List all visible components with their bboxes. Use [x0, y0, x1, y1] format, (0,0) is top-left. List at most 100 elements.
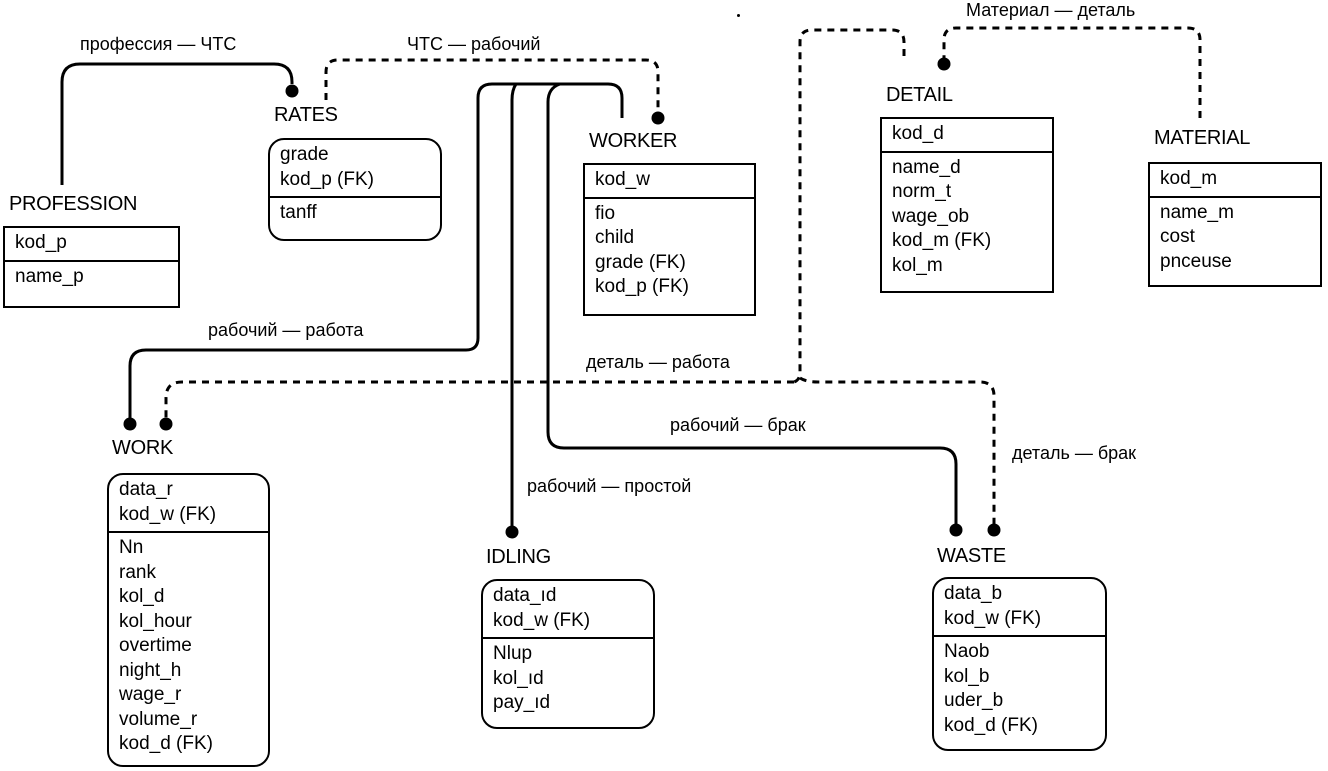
attr-section: name_m cost pnceuse — [1150, 195, 1320, 279]
attr-fio: fio — [595, 202, 616, 224]
attr-kod-p-fk: kod_p (FK) — [280, 168, 374, 190]
label-profession-rates: профессия — ЧТС — [80, 34, 237, 54]
key-section: kod_d — [882, 119, 1052, 151]
attr-kod-w-fk: kod_w (FK) — [944, 607, 1042, 629]
entity-title-idling: IDLING — [486, 546, 551, 568]
entity-title-detail: DETAIL — [886, 84, 953, 106]
line-material-detail — [942, 26, 1202, 118]
attr-kod-w-fk: kod_w (FK) — [493, 609, 591, 631]
attr-wage-ob: wage_ob — [892, 205, 970, 227]
endpoint-waste-worker — [949, 523, 963, 537]
entity-idling[interactable]: data_ıd kod_w (FK) Nlup kol_ıd pay_ıd — [481, 579, 655, 729]
entity-waste[interactable]: data_b kod_w (FK) Naob kol_b uder_b kod_… — [932, 577, 1107, 751]
entity-work[interactable]: data_r kod_w (FK) Nn rank kol_d kol_hour… — [107, 473, 270, 767]
endpoint-detail-material — [937, 57, 951, 71]
entity-profession[interactable]: kod_p name_p — [3, 226, 180, 308]
attr-kod-p-fk: kod_p (FK) — [595, 276, 689, 297]
attr-kod-d-fk: kod_d (FK) — [944, 714, 1038, 736]
attr-name-m: name_m — [1160, 201, 1234, 223]
attr-kol-m: kol_m — [892, 254, 943, 276]
attr-kod-d-fk: kod_d (FK) — [119, 733, 213, 754]
attr-tanff: tanff — [280, 202, 317, 223]
attr-kod-m-fk: kod_m (FK) — [892, 230, 992, 251]
attr-grade: grade — [280, 144, 329, 165]
label-rates-worker: ЧТС — рабочий — [407, 34, 541, 54]
attr-wage-r: wage_r — [119, 684, 182, 705]
entity-title-rates: RATES — [274, 104, 338, 126]
attr-section: name_d norm_t wage_ob kod_m (FK) kol_m — [882, 150, 1052, 283]
key-section: kod_w — [585, 165, 754, 197]
line-worker-waste — [546, 82, 958, 524]
attr-kod-p: kod_p — [15, 232, 67, 253]
line-detail-work — [164, 380, 794, 418]
stray-dot — [737, 14, 740, 17]
entity-detail[interactable]: kod_d name_d norm_t wage_ob kod_m (FK) k… — [880, 117, 1054, 293]
key-section: kod_p — [5, 228, 178, 260]
attr-nlup: Nlup — [493, 643, 533, 664]
label-detail-work: деталь — работа — [586, 352, 730, 372]
line-worker-work — [128, 82, 624, 418]
attr-night-h: night_h — [119, 659, 182, 681]
attr-naob: Naob — [944, 641, 990, 662]
attr-uder-b: uder_b — [944, 690, 1004, 711]
attr-data-b: data_b — [944, 583, 1003, 604]
line-profession-rates — [60, 62, 294, 185]
attr-overtime: overtime — [119, 635, 192, 656]
endpoint-waste-detail — [987, 523, 1001, 537]
attr-kod-w-fk: kod_w (FK) — [119, 503, 217, 525]
label-worker-idling: рабочий — простой — [527, 476, 692, 496]
attr-section: name_p — [5, 259, 178, 294]
attr-section: Naob kol_b uder_b kod_d (FK) — [934, 635, 1105, 742]
attr-section: tanff — [270, 196, 440, 230]
attr-child: child — [595, 227, 635, 248]
line-worker-idling — [510, 83, 518, 526]
label-material-detail: Материал — деталь — [966, 0, 1136, 20]
entity-title-waste: WASTE — [937, 545, 1006, 567]
endpoint-work-detail — [159, 417, 173, 431]
label-worker-work: рабочий — работа — [208, 320, 364, 340]
line-rates-worker — [324, 58, 660, 112]
attr-data-id: data_ıd — [493, 585, 557, 606]
label-detail-waste: деталь — брак — [1012, 443, 1137, 463]
attr-section: Nn rank kol_d kol_hour overtime night_h … — [109, 531, 268, 761]
key-section: data_r kod_w (FK) — [109, 475, 268, 531]
attr-kod-w: kod_w — [595, 169, 650, 190]
entity-title-work: WORK — [112, 437, 174, 459]
endpoint-worker-rates — [651, 111, 665, 125]
attr-name-p: name_p — [15, 265, 84, 287]
attr-data-r: data_r — [119, 479, 173, 500]
key-section: data_ıd kod_w (FK) — [483, 581, 653, 637]
attr-section: fio child grade (FK) kod_p (FK) — [585, 196, 754, 304]
key-section: grade kod_p (FK) — [270, 140, 440, 196]
attr-grade-fk: grade (FK) — [595, 251, 686, 273]
attr-kod-d: kod_d — [892, 123, 944, 144]
entity-material[interactable]: kod_m name_m cost pnceuse — [1148, 162, 1322, 287]
label-worker-waste: рабочий — брак — [670, 415, 806, 435]
attr-section: Nlup kol_ıd pay_ıd — [483, 637, 653, 720]
attr-nn: Nn — [119, 537, 144, 558]
entity-title-profession: PROFESSION — [9, 193, 138, 215]
attr-priceuse: pnceuse — [1160, 250, 1232, 272]
endpoint-idling-worker — [505, 525, 519, 539]
attr-rank: rank — [119, 561, 156, 583]
endpoint-rates-profession — [285, 84, 299, 98]
key-section: kod_m — [1150, 164, 1320, 196]
key-section: data_b kod_w (FK) — [934, 579, 1105, 635]
attr-pay-id: pay_ıd — [493, 692, 551, 713]
entity-rates[interactable]: grade kod_p (FK) tanff — [268, 138, 442, 241]
attr-kol-b: kol_b — [944, 665, 990, 687]
attr-volume-r: volume_r — [119, 708, 198, 730]
attr-norm-t: norm_t — [892, 181, 952, 202]
attr-kol-hour: kol_hour — [119, 610, 192, 632]
attr-cost: cost — [1160, 226, 1195, 247]
attr-name-d: name_d — [892, 156, 961, 178]
attr-kol-d: kol_d — [119, 586, 165, 607]
entity-title-material: MATERIAL — [1154, 127, 1251, 149]
attr-kol-id: kol_ıd — [493, 667, 544, 689]
line-detail-waste — [799, 376, 996, 524]
endpoint-work-worker — [123, 417, 137, 431]
attr-kod-m: kod_m — [1160, 168, 1218, 189]
entity-worker[interactable]: kod_w fio child grade (FK) kod_p (FK) — [583, 163, 756, 316]
line-detail-trunk — [793, 28, 906, 384]
